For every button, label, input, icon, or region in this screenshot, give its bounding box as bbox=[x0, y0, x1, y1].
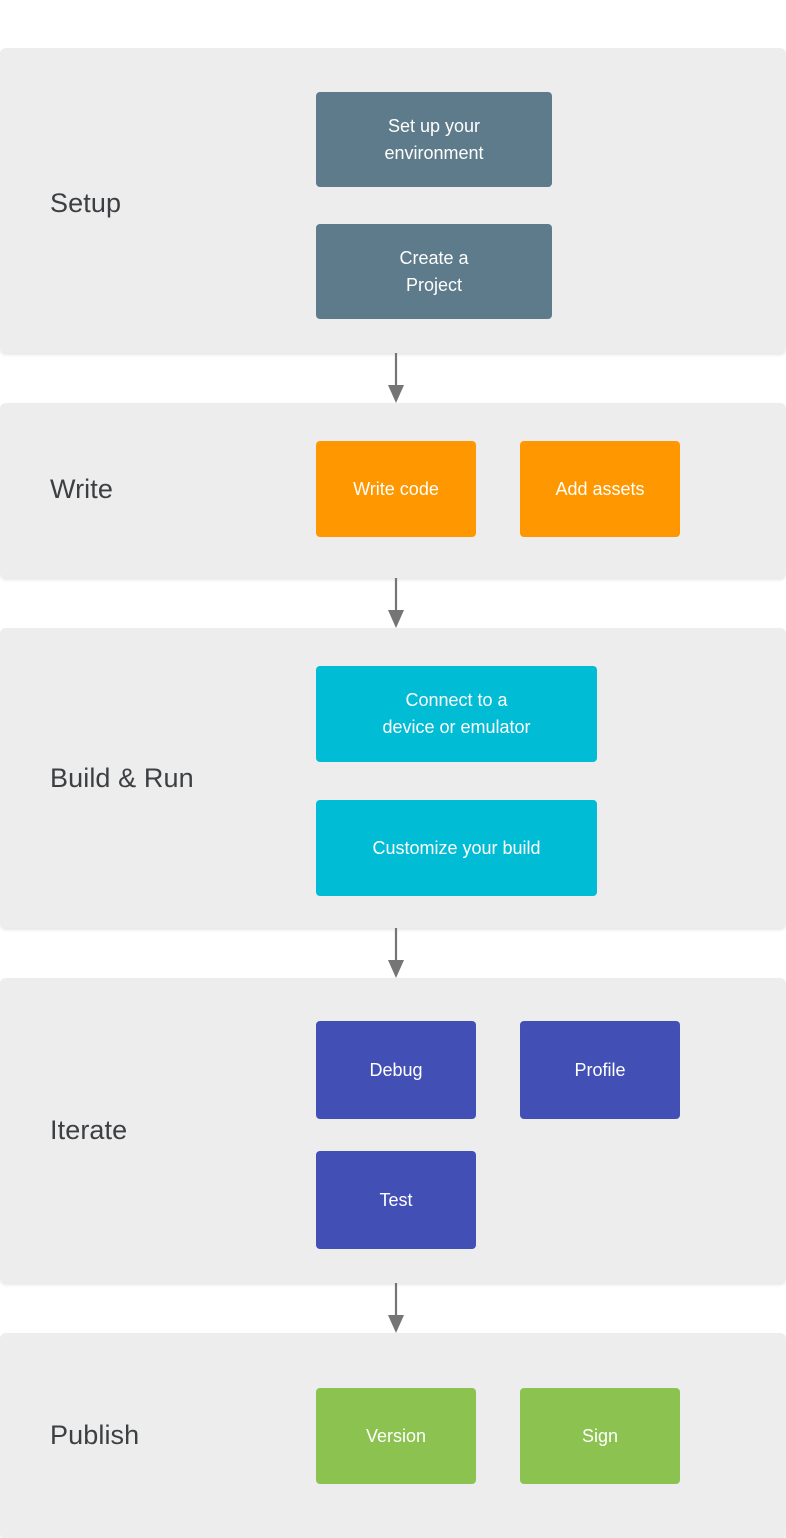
stage-label-write: Write bbox=[50, 474, 114, 504]
task-box-debug[interactable]: Debug bbox=[316, 1021, 476, 1119]
arrow-setup-to-write bbox=[383, 353, 409, 403]
arrow-write-to-build bbox=[383, 578, 409, 628]
task-box-profile[interactable]: Profile bbox=[520, 1021, 680, 1119]
task-box-set-up-your-environment[interactable]: Set up your environment bbox=[316, 92, 552, 187]
stage-label-publish: Publish bbox=[50, 1420, 140, 1450]
task-box-create-a-project[interactable]: Create a Project bbox=[316, 224, 552, 319]
stage-label-iterate: Iterate bbox=[50, 1115, 128, 1145]
task-box-write-code[interactable]: Write code bbox=[316, 441, 476, 537]
stage-label-build-and-run: Build & Run bbox=[50, 763, 194, 793]
task-box-connect-to-a-device-or-emulator[interactable]: Connect to a device or emulator bbox=[316, 666, 597, 762]
arrow-iterate-to-publish bbox=[383, 1283, 409, 1333]
task-box-customize-your-build[interactable]: Customize your build bbox=[316, 800, 597, 896]
task-box-test[interactable]: Test bbox=[316, 1151, 476, 1249]
arrow-build-to-iterate bbox=[383, 928, 409, 978]
task-box-version[interactable]: Version bbox=[316, 1388, 476, 1484]
task-box-sign[interactable]: Sign bbox=[520, 1388, 680, 1484]
stage-label-setup: Setup bbox=[50, 188, 122, 218]
task-box-add-assets[interactable]: Add assets bbox=[520, 441, 680, 537]
